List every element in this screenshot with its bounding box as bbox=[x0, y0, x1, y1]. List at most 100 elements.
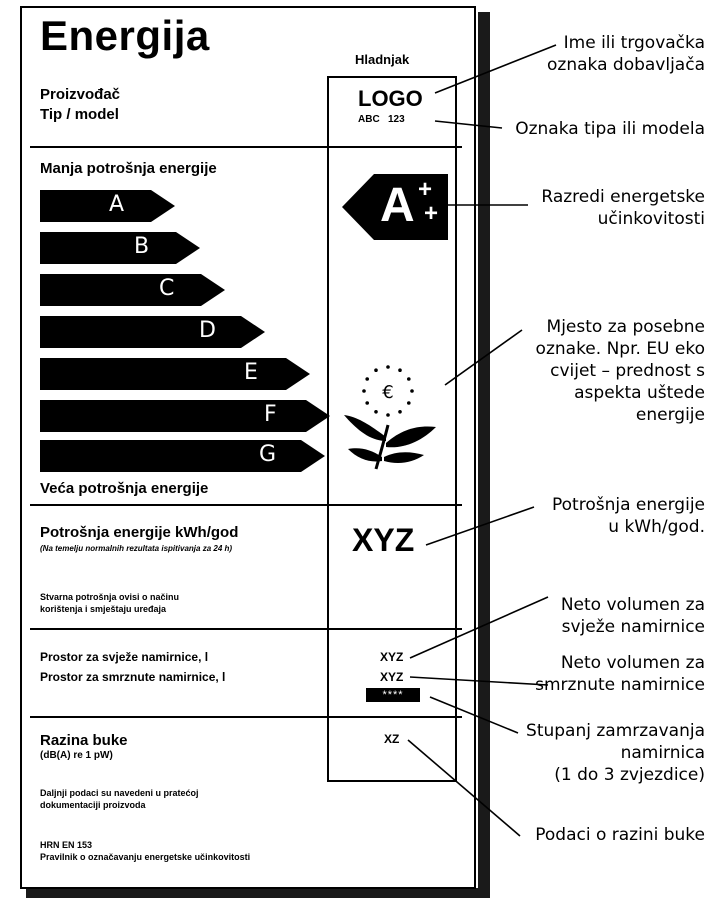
leader-frozen bbox=[409, 676, 549, 686]
label-title: Energija bbox=[40, 12, 210, 59]
supplier-logo: LOGO bbox=[358, 86, 423, 111]
manufacturer-label: Proizvođač bbox=[40, 86, 121, 103]
fresh-volume-value: XYZ bbox=[380, 650, 404, 664]
consumption-note: (Na temelju normalnih rezultata ispitiva… bbox=[40, 544, 233, 553]
callout-model: Oznaka tipa ili modela bbox=[515, 118, 705, 140]
callout-line: oznake. Npr. EU eko bbox=[535, 339, 705, 359]
rating-badge: A + + bbox=[340, 172, 450, 242]
efficiency-class-letter: D bbox=[199, 318, 216, 343]
callout-line: energije bbox=[635, 405, 705, 425]
efficiency-class-g: G bbox=[40, 440, 325, 472]
usage-note-2: korištenja i smještaju uređaja bbox=[40, 604, 167, 614]
efficiency-class-e: E bbox=[40, 358, 310, 390]
rating-plus-bottom: + bbox=[424, 200, 439, 227]
eco-star bbox=[365, 401, 369, 405]
eco-star bbox=[374, 410, 378, 414]
callout-line: Oznaka tipa ili modela bbox=[515, 119, 705, 139]
standard-ref: HRN EN 153 bbox=[40, 840, 93, 850]
divider-volumes bbox=[30, 716, 462, 718]
efficiency-class-f: F bbox=[40, 400, 330, 432]
divider-header bbox=[30, 146, 462, 148]
leader-supplier bbox=[434, 44, 557, 94]
efficiency-class-letter: F bbox=[264, 402, 277, 427]
rating-letter: A bbox=[380, 179, 415, 232]
fresh-volume-label: Prostor za svježe namirnice, l bbox=[40, 650, 209, 664]
eco-star bbox=[365, 377, 369, 381]
efficiency-top-label: Manja potrošnja energije bbox=[40, 160, 217, 177]
model-label: Tip / model bbox=[40, 106, 119, 123]
callout-line: oznaka dobavljača bbox=[547, 55, 705, 75]
callout-line: (1 do 3 zvjezdice) bbox=[554, 765, 705, 785]
leader-noise bbox=[407, 739, 521, 837]
frozen-volume-label: Prostor za smrznute namirnice, l bbox=[40, 670, 226, 684]
efficiency-class-letter: A bbox=[109, 192, 125, 217]
callout-line: Razredi energetske bbox=[541, 187, 705, 207]
callout-line: Podaci o razini buke bbox=[535, 825, 705, 845]
label-shadow-bottom bbox=[26, 888, 490, 898]
callout-line: učinkovitosti bbox=[597, 209, 705, 229]
consumption-value: XYZ bbox=[352, 522, 415, 558]
appliance-column bbox=[327, 76, 457, 782]
callout-line: svježe namirnice bbox=[561, 617, 705, 637]
callout-line: Neto volumen za bbox=[560, 595, 705, 615]
leader-eco bbox=[444, 329, 523, 386]
divider-efficiency bbox=[30, 504, 462, 506]
regulation-ref: Pravilnik o označavanju energetske učink… bbox=[40, 852, 251, 862]
divider-consumption bbox=[30, 628, 462, 630]
callout-line: Neto volumen za bbox=[560, 653, 705, 673]
eu-ecolabel-flower-icon: € bbox=[344, 365, 436, 470]
callout-line: u kWh/god. bbox=[608, 517, 705, 537]
eco-star bbox=[410, 389, 414, 393]
callout-line: Potrošnja energije bbox=[552, 495, 705, 515]
noise-label: Razina buke bbox=[40, 732, 128, 749]
callout-line: cvijet – prednost s bbox=[550, 361, 705, 381]
efficiency-class-letter: G bbox=[259, 442, 277, 467]
eco-star bbox=[398, 368, 402, 372]
rating-plus-top: + bbox=[418, 176, 433, 203]
callout-line: aspekta uštede bbox=[574, 383, 705, 403]
efficiency-class-letter: E bbox=[244, 360, 258, 385]
usage-note-1: Stvarna potrošnja ovisi o načinu bbox=[40, 592, 180, 602]
efficiency-class-letter: C bbox=[159, 276, 175, 301]
callout-line: Stupanj zamrzavanja bbox=[526, 721, 705, 741]
eco-star bbox=[374, 368, 378, 372]
callout-line: namirnica bbox=[620, 743, 705, 763]
consumption-label: Potrošnja energije kWh/god bbox=[40, 524, 239, 541]
frozen-volume-value: XYZ bbox=[380, 670, 404, 684]
further-info-1: Daljnji podaci su navedeni u pratećoj bbox=[40, 788, 199, 798]
eco-star bbox=[407, 377, 411, 381]
noise-unit: (dB(A) re 1 pW) bbox=[40, 750, 113, 761]
rating-badge-shape bbox=[342, 174, 448, 240]
callout-line: Mjesto za posebne bbox=[546, 317, 705, 337]
model-code: ABC 123 bbox=[358, 114, 405, 125]
eco-star bbox=[407, 401, 411, 405]
callout-line: smrznute namirnice bbox=[535, 675, 705, 695]
efficiency-class-a: A bbox=[40, 190, 175, 222]
efficiency-class-d: D bbox=[40, 316, 265, 348]
leader-model bbox=[434, 120, 503, 129]
efficiency-class-b: B bbox=[40, 232, 200, 264]
efficiency-bottom-label: Veća potrošnja energije bbox=[40, 480, 209, 497]
efficiency-class-c: C bbox=[40, 274, 225, 306]
eco-star bbox=[386, 365, 390, 369]
svg-text:€: € bbox=[382, 382, 393, 403]
efficiency-class-letter: B bbox=[134, 234, 150, 259]
callout-line: Ime ili trgovačka bbox=[563, 33, 705, 53]
callout-noise: Podaci o razini buke bbox=[535, 824, 705, 846]
label-shadow-right bbox=[478, 12, 490, 896]
leader-consumption bbox=[425, 506, 535, 546]
freezer-star-rating: **** bbox=[366, 688, 420, 702]
eco-star bbox=[398, 410, 402, 414]
noise-value: XZ bbox=[384, 732, 400, 746]
leader-freezing bbox=[429, 696, 519, 734]
eco-star bbox=[362, 389, 366, 393]
eco-star bbox=[386, 413, 390, 417]
